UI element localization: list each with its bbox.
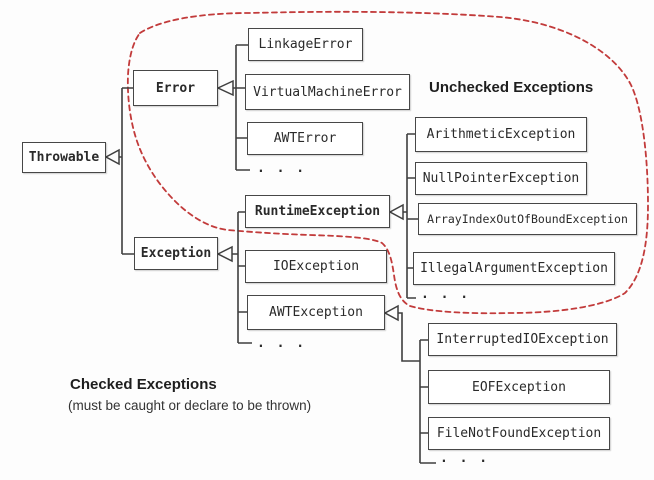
node-io-exception: IOException — [245, 250, 387, 283]
inheritance-arrows — [104, 79, 404, 322]
connector-error-children — [233, 44, 250, 171]
connector-lines — [119, 44, 436, 464]
inheritance-arrow-awtexception — [383, 304, 399, 322]
node-awt-error: AWTError — [247, 122, 363, 155]
node-runtime-exception: RuntimeException — [245, 195, 390, 228]
node-error: Error — [133, 70, 218, 106]
connector-runtime-children — [403, 133, 418, 299]
ellipsis-exception-children: . . . — [257, 336, 307, 351]
unchecked-exceptions-label: Unchecked Exceptions — [429, 79, 594, 96]
connector-exception-children — [232, 211, 252, 344]
node-throwable: Throwable — [22, 142, 106, 173]
checked-exceptions-note: (must be caught or declare to be thrown) — [68, 398, 312, 413]
node-arithmetic-exception: ArithmeticException — [415, 117, 587, 152]
node-awt-exception: AWTException — [247, 295, 385, 330]
node-null-pointer-exception: NullPointerException — [415, 162, 587, 195]
ellipsis-awtexception-children: . . . — [440, 451, 490, 466]
checked-exceptions-label: Checked Exceptions — [70, 376, 217, 393]
node-linkage-error: LinkageError — [248, 28, 363, 61]
inheritance-arrow-exception — [216, 245, 233, 263]
ellipsis-error-children: . . . — [257, 161, 307, 176]
inheritance-arrow-error — [216, 79, 234, 97]
node-illegal-argument-exception: IllegalArgumentException — [413, 252, 615, 285]
ellipsis-runtime-children: . . . — [421, 287, 471, 302]
connector-throwable — [119, 87, 134, 255]
node-virtual-machine-error: VirtualMachineError — [245, 74, 410, 110]
node-interrupted-io-exception: InterruptedIOException — [428, 323, 617, 356]
node-file-not-found-exception: FileNotFoundException — [428, 417, 610, 450]
inheritance-arrow-throwable — [104, 148, 120, 166]
unchecked-exceptions-outline — [126, 10, 649, 315]
node-array-index-out-of-bound-exception: ArrayIndexOutOfBoundException — [418, 203, 637, 235]
connector-awtexception-children — [398, 312, 436, 464]
node-exception: Exception — [134, 237, 218, 270]
node-eof-exception: EOFException — [428, 370, 610, 404]
inheritance-arrow-runtime — [388, 203, 404, 221]
